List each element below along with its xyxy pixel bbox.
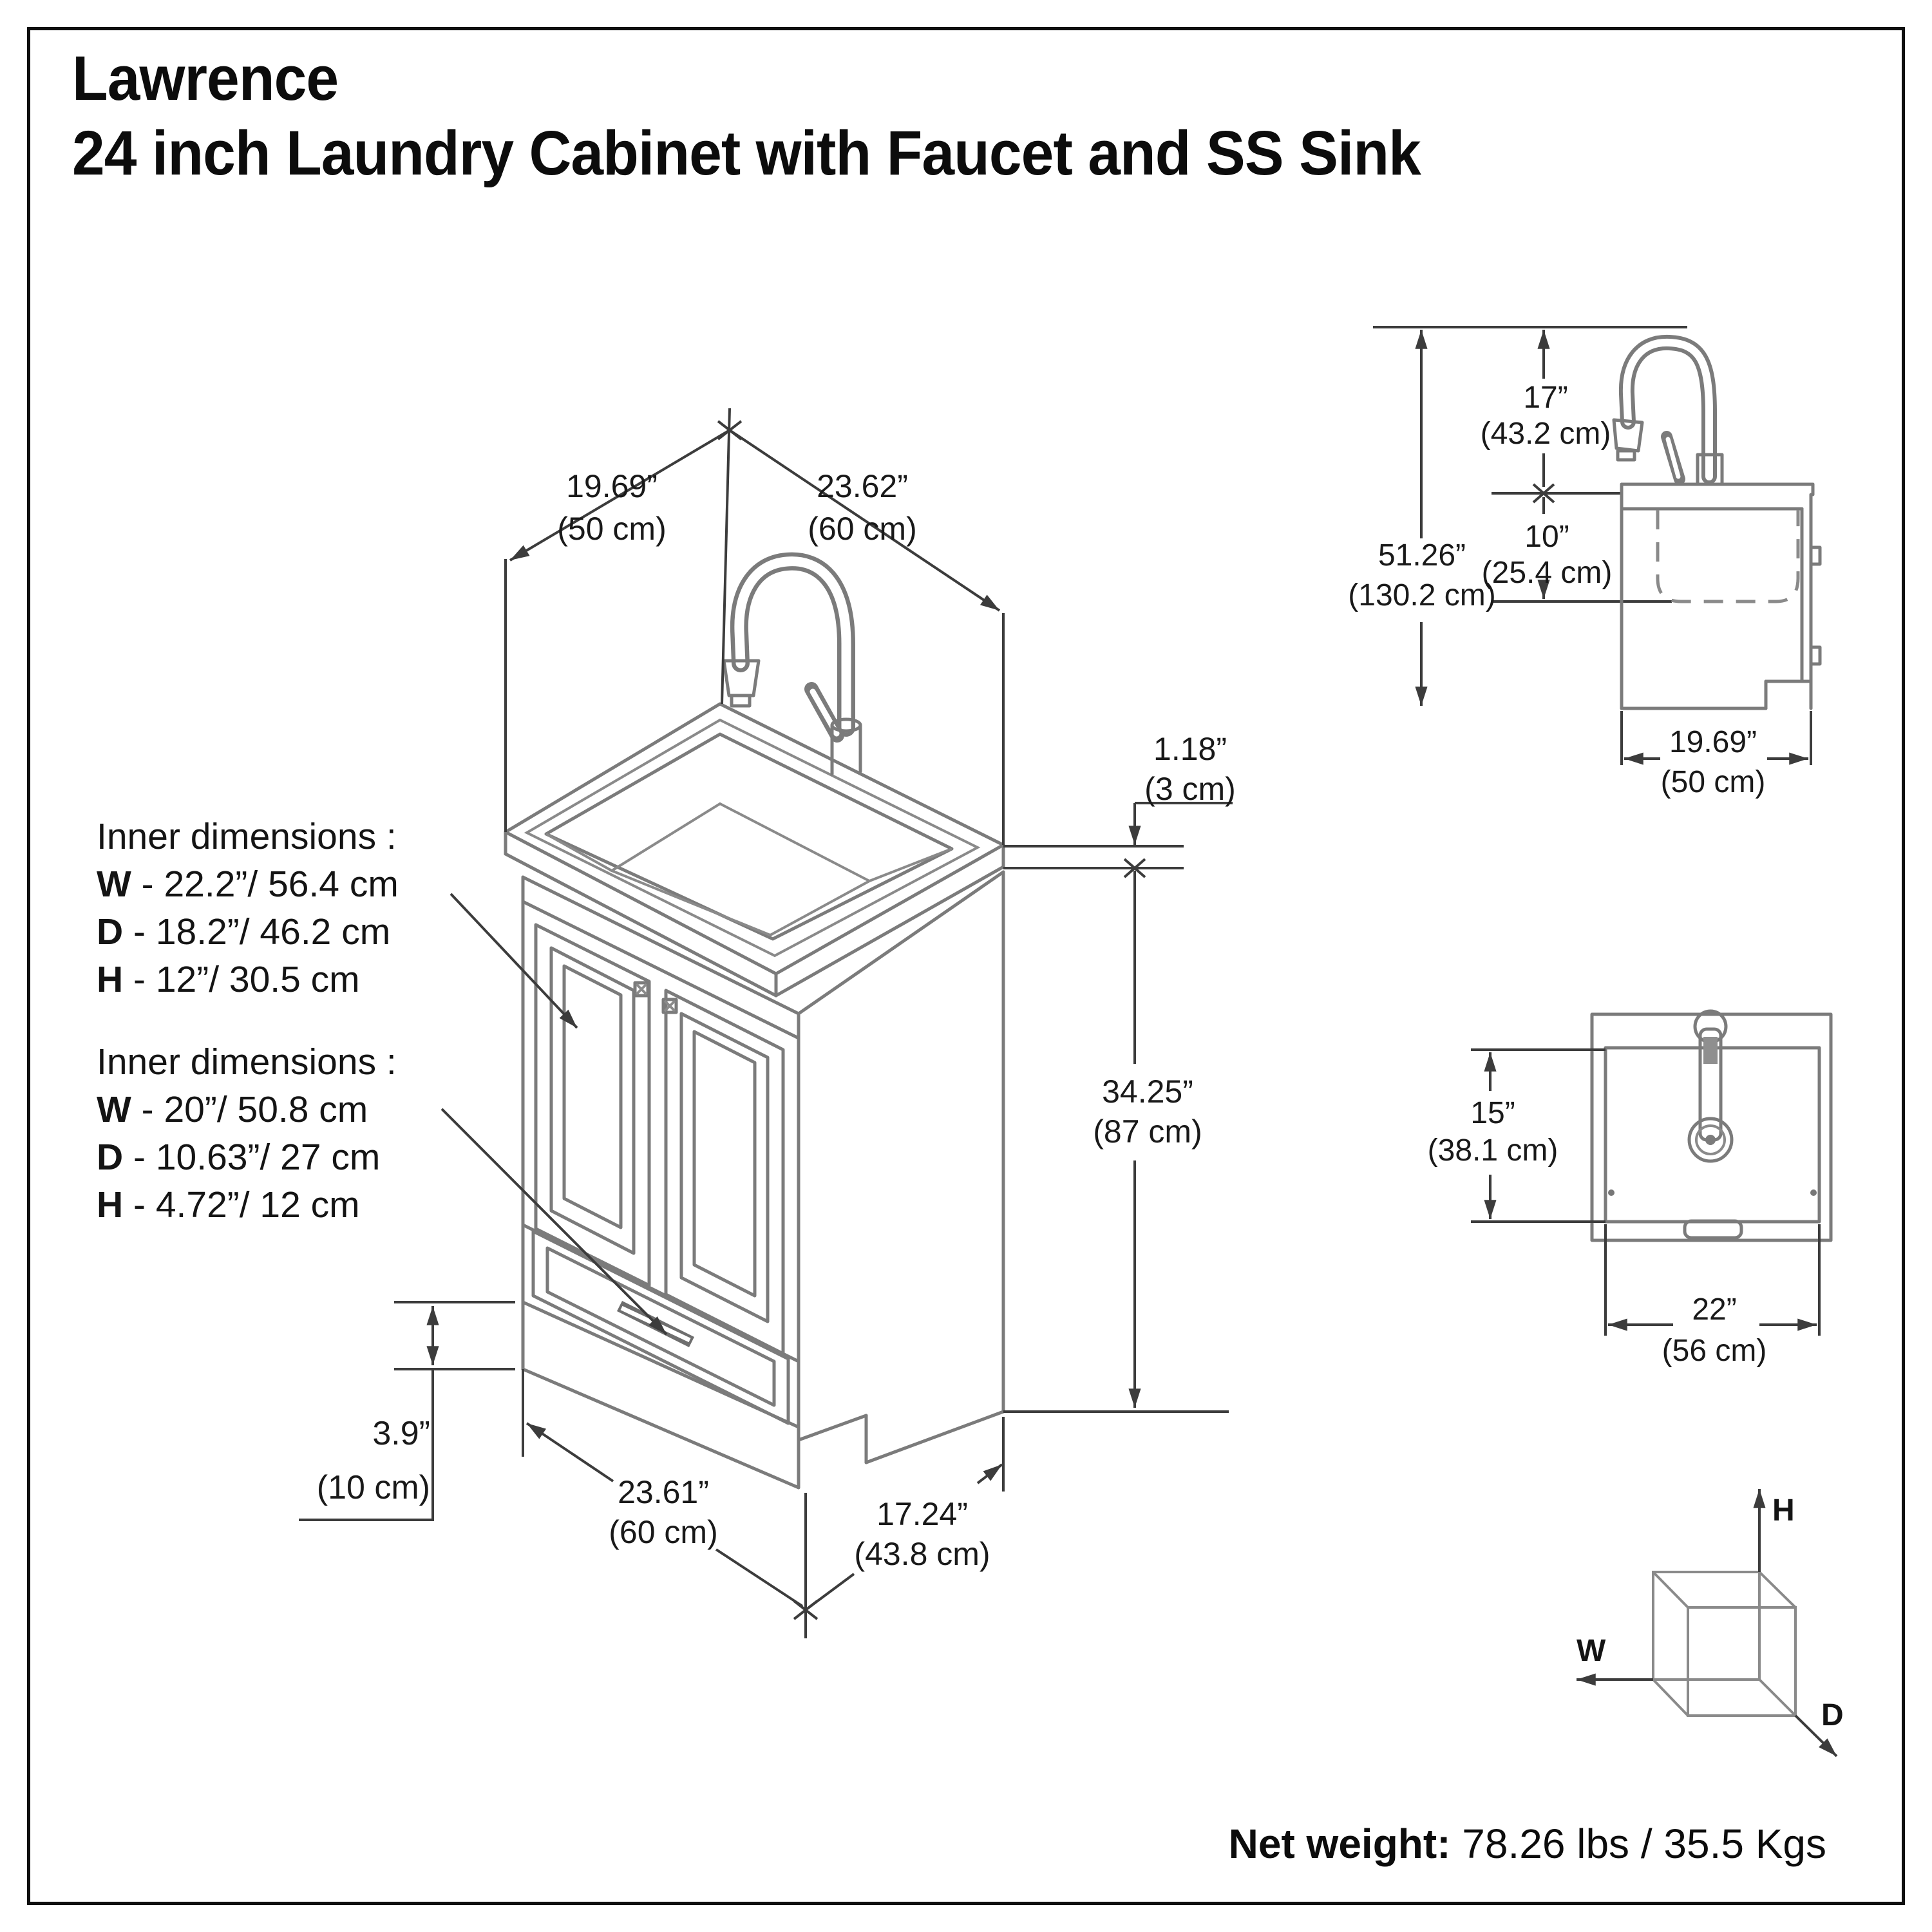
faucet-iso: [722, 552, 862, 776]
dim-cabinet-height: 34.25” (87 cm): [1093, 1074, 1202, 1150]
dim-toe-kick: 3.9” (10 cm): [316, 1415, 430, 1506]
faucet-side: [1612, 334, 1724, 486]
faucet-plan: [1687, 1009, 1734, 1163]
product-title-line1: Lawrence: [72, 43, 339, 113]
dim-side-depth: 19.69” (50 cm): [1660, 725, 1766, 799]
axis-label-w: W: [1577, 1634, 1606, 1668]
net-weight: Net weight: 78.26 lbs / 35.5 Kgs: [1229, 1820, 1826, 1868]
axis-label-d: D: [1821, 1698, 1844, 1732]
isometric-dimension-lines: [299, 408, 1233, 1638]
dim-counter-thickness: 1.18” (3 cm): [1144, 731, 1236, 807]
inner-dimensions-sink-heading: Inner dimensions :: [97, 816, 397, 857]
dim-depth-bottom: 17.24” (43.8 cm): [854, 1496, 990, 1572]
dim-width-top: 23.62” (60 cm): [808, 468, 917, 547]
inner-dim-row: H - 4.72”/ 12 cm: [97, 1184, 360, 1226]
dim-side-total-height: 51.26” (130.2 cm): [1348, 538, 1496, 612]
inner-dimensions-sink: Inner dimensions : W - 22.2”/ 56.4 cm D …: [97, 813, 399, 1003]
inner-dimensions-cabinet: Inner dimensions : W - 20”/ 50.8 cm D - …: [97, 1038, 397, 1229]
inner-dim-row: D - 10.63”/ 27 cm: [97, 1137, 381, 1178]
isometric-cabinet-drawing: [440, 552, 1005, 1490]
dim-side-sink-depth: 10” (25.4 cm): [1481, 520, 1613, 590]
dim-width-bottom: 23.61” (60 cm): [609, 1474, 718, 1550]
door-knobs: [633, 981, 678, 1014]
net-weight-label: Net weight:: [1228, 1821, 1451, 1867]
product-title-line2: 24 inch Laundry Cabinet with Faucet and …: [72, 118, 1421, 188]
product-title: Lawrence 24 inch Laundry Cabinet with Fa…: [72, 41, 1421, 191]
inner-dim-row: D - 18.2”/ 46.2 cm: [97, 911, 391, 952]
axis-cube: [1577, 1489, 1838, 1757]
inner-dim-row: W - 22.2”/ 56.4 cm: [97, 864, 399, 905]
axis-label-h: H: [1772, 1493, 1795, 1528]
dim-side-faucet-height: 17” (43.2 cm): [1480, 381, 1611, 451]
net-weight-value: 78.26 lbs / 35.5 Kgs: [1450, 1821, 1826, 1867]
top-view-drawing: [1471, 1009, 1833, 1336]
dim-topview-depth: 15” (38.1 cm): [1427, 1096, 1558, 1168]
inner-dimensions-cabinet-heading: Inner dimensions :: [97, 1041, 397, 1083]
dim-topview-width: 22” (56 cm): [1662, 1293, 1767, 1368]
inner-dim-row: W - 20”/ 50.8 cm: [97, 1089, 368, 1130]
page-border: [27, 27, 1905, 1905]
side-view-drawing: [1373, 326, 1822, 765]
dim-depth-top: 19.69” (50 cm): [557, 468, 667, 547]
inner-dim-row: H - 12”/ 30.5 cm: [97, 959, 360, 1000]
